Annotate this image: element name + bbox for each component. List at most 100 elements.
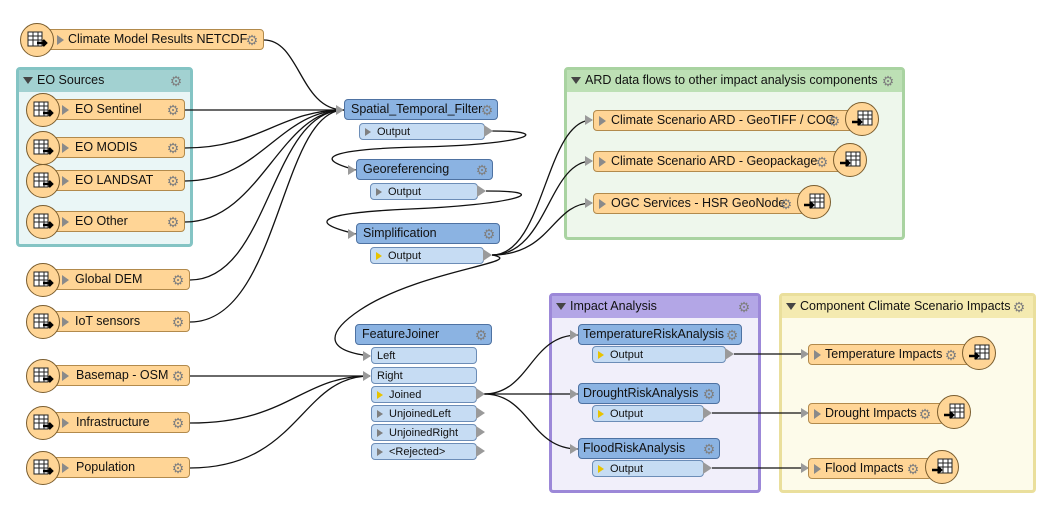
output-port-arrow[interactable]	[476, 426, 485, 438]
table-arrow-icon[interactable]	[26, 93, 60, 127]
gear-icon[interactable]: ⚙	[1012, 299, 1026, 315]
reader-infrastructure[interactable]: Infrastructure ⚙	[45, 412, 190, 433]
output-port-arrow[interactable]	[703, 407, 712, 419]
reader-eo-other[interactable]: EO Other ⚙	[45, 211, 185, 232]
output-port-arrow[interactable]	[476, 407, 485, 419]
writer-ogc-services[interactable]: OGC Services - HSR GeoNode ⚙	[593, 193, 805, 214]
reader-eo-sentinel[interactable]: EO Sentinel ⚙	[45, 99, 185, 120]
expand-triangle-icon[interactable]	[62, 418, 69, 428]
output-port-arrow[interactable]	[476, 388, 485, 400]
input-port-arrow[interactable]	[801, 463, 809, 473]
output-port-arrow[interactable]	[703, 462, 712, 474]
transformer-temperature-risk[interactable]: TemperatureRiskAnalysis ⚙	[578, 324, 742, 345]
expand-triangle-icon[interactable]	[814, 409, 821, 419]
bookmark-header[interactable]: Component Climate Scenario Impacts ⚙	[782, 296, 1033, 318]
output-port-joined[interactable]: Joined	[371, 386, 477, 403]
reader-population[interactable]: Population ⚙	[45, 457, 190, 478]
transformer-featurejoiner[interactable]: FeatureJoiner ⚙	[355, 324, 492, 345]
transformer-georeferencing[interactable]: Georeferencing ⚙	[356, 159, 493, 180]
input-port-arrow[interactable]	[585, 156, 593, 166]
triangle-down-icon[interactable]	[786, 303, 796, 310]
gear-icon[interactable]: ⚙	[166, 102, 180, 118]
expand-triangle-icon[interactable]	[62, 275, 69, 285]
input-port-arrow[interactable]	[363, 351, 371, 361]
gear-icon[interactable]: ⚙	[171, 272, 185, 288]
output-port-arrow[interactable]	[476, 445, 485, 457]
input-port-arrow[interactable]	[801, 408, 809, 418]
reader-eo-landsat[interactable]: EO LANDSAT ⚙	[45, 170, 185, 191]
gear-icon[interactable]: ⚙	[171, 460, 185, 476]
gear-icon[interactable]: ⚙	[169, 73, 183, 89]
gear-icon[interactable]: ⚙	[906, 461, 920, 477]
output-port-arrow[interactable]	[725, 348, 734, 360]
gear-icon[interactable]: ⚙	[166, 173, 180, 189]
gear-icon[interactable]: ⚙	[944, 347, 958, 363]
output-port-unjoined-left[interactable]: UnjoinedLeft	[371, 405, 477, 422]
table-arrow-icon[interactable]	[20, 23, 54, 57]
expand-triangle-icon[interactable]	[62, 143, 69, 153]
triangle-down-icon[interactable]	[23, 77, 33, 84]
gear-icon[interactable]: ⚙	[918, 406, 932, 422]
writer-temperature-impacts[interactable]: Temperature Impacts ⚙	[808, 344, 970, 365]
output-port[interactable]: Output	[370, 183, 478, 200]
gear-icon[interactable]: ⚙	[779, 196, 793, 212]
gear-icon[interactable]: ⚙	[475, 162, 489, 178]
expand-triangle-icon[interactable]	[62, 371, 69, 381]
expand-triangle-icon[interactable]	[62, 463, 69, 473]
expand-triangle-icon[interactable]	[62, 317, 69, 327]
arrow-table-icon[interactable]	[797, 185, 831, 219]
expand-triangle-icon[interactable]	[814, 350, 821, 360]
gear-icon[interactable]: ⚙	[480, 102, 494, 118]
output-port[interactable]: Output	[592, 346, 726, 363]
gear-icon[interactable]: ⚙	[245, 32, 259, 48]
arrow-table-icon[interactable]	[925, 450, 959, 484]
expand-triangle-icon[interactable]	[814, 464, 821, 474]
input-port-arrow[interactable]	[570, 330, 578, 340]
gear-icon[interactable]: ⚙	[171, 314, 185, 330]
writer-flood-impacts[interactable]: Flood Impacts ⚙	[808, 458, 932, 479]
reader-global-dem[interactable]: Global DEM ⚙	[45, 269, 190, 290]
reader-basemap-osm[interactable]: Basemap - OSM ⚙	[45, 365, 190, 386]
gear-icon[interactable]: ⚙	[171, 415, 185, 431]
output-port-arrow[interactable]	[483, 249, 492, 261]
output-port-rejected[interactable]: <Rejected>	[371, 443, 477, 460]
input-port-arrow[interactable]	[336, 105, 344, 115]
output-port[interactable]: Output	[592, 460, 704, 477]
gear-icon[interactable]: ⚙	[166, 140, 180, 156]
table-arrow-icon[interactable]	[26, 263, 60, 297]
input-port-arrow[interactable]	[585, 198, 593, 208]
table-arrow-icon[interactable]	[26, 205, 60, 239]
gear-icon[interactable]: ⚙	[474, 327, 488, 343]
transformer-flood-risk[interactable]: FloodRiskAnalysis ⚙	[578, 438, 720, 459]
gear-icon[interactable]: ⚙	[702, 441, 716, 457]
bookmark-header[interactable]: ARD data flows to other impact analysis …	[567, 70, 902, 92]
gear-icon[interactable]: ⚙	[737, 299, 751, 315]
gear-icon[interactable]: ⚙	[725, 327, 739, 343]
triangle-down-icon[interactable]	[556, 303, 566, 310]
input-port-left[interactable]: Left	[371, 347, 477, 364]
writer-geopackage[interactable]: Climate Scenario ARD - Geopackage ⚙	[593, 151, 843, 172]
bookmark-header[interactable]: Impact Analysis ⚙	[552, 296, 758, 318]
input-port-arrow[interactable]	[585, 115, 593, 125]
input-port-arrow[interactable]	[348, 229, 356, 239]
output-port-arrow[interactable]	[484, 125, 493, 137]
gear-icon[interactable]: ⚙	[827, 113, 841, 129]
table-arrow-icon[interactable]	[26, 359, 60, 393]
expand-triangle-icon[interactable]	[599, 199, 606, 209]
arrow-table-icon[interactable]	[937, 395, 971, 429]
table-arrow-icon[interactable]	[26, 406, 60, 440]
input-port-right[interactable]: Right	[371, 367, 477, 384]
arrow-table-icon[interactable]	[962, 336, 996, 370]
table-arrow-icon[interactable]	[26, 305, 60, 339]
gear-icon[interactable]: ⚙	[881, 73, 895, 89]
reader-climate-model[interactable]: Climate Model Results NETCDF ⚙	[40, 29, 264, 50]
input-port-arrow[interactable]	[348, 165, 356, 175]
input-port-arrow[interactable]	[363, 371, 371, 381]
output-port[interactable]: Output	[370, 247, 484, 264]
expand-triangle-icon[interactable]	[57, 35, 64, 45]
table-arrow-icon[interactable]	[26, 164, 60, 198]
arrow-table-icon[interactable]	[833, 143, 867, 177]
gear-icon[interactable]: ⚙	[815, 154, 829, 170]
expand-triangle-icon[interactable]	[599, 157, 606, 167]
writer-geotiff-cog[interactable]: Climate Scenario ARD - GeoTIFF / COG ⚙	[593, 110, 855, 131]
